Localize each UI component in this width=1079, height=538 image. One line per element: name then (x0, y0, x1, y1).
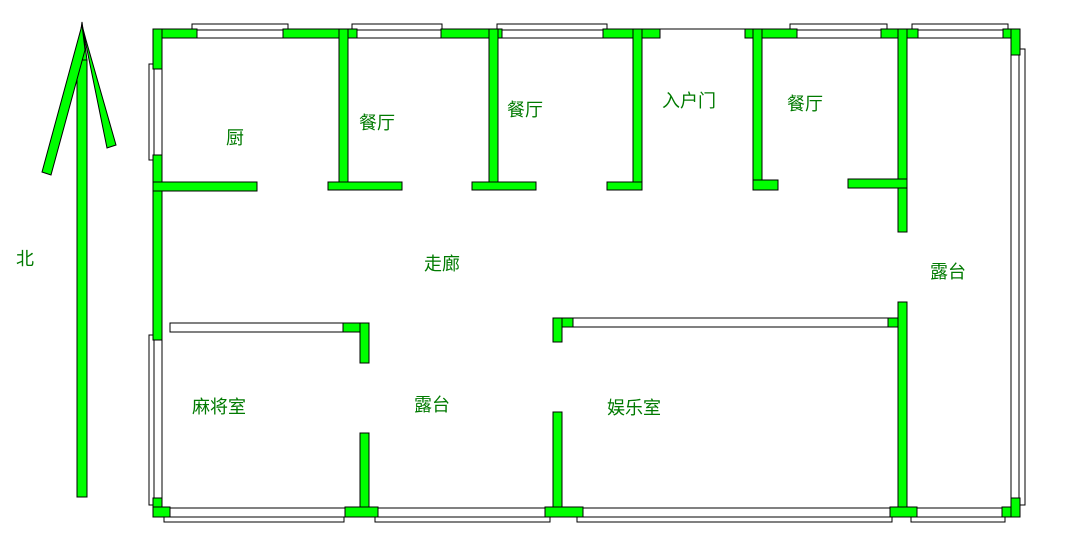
walls (152, 28, 1021, 518)
room-label-dining-3: 餐厅 (787, 94, 823, 115)
room-label-terrace-east: 露台 (930, 262, 966, 283)
room-label-kitchen: 厨 (226, 128, 244, 149)
room-label-dining-2: 餐厅 (507, 100, 543, 121)
room-label-corridor: 走廊 (424, 254, 460, 275)
room-label-entrance: 入户门 (662, 91, 716, 112)
windows (148, 23, 1026, 523)
north-arrow-icon (41, 21, 117, 498)
room-label-entertainment: 娱乐室 (607, 398, 661, 419)
room-label-dining-1: 餐厅 (359, 113, 395, 134)
room-label-terrace-south: 露台 (414, 395, 450, 416)
room-label-mahjong: 麻将室 (192, 397, 246, 418)
north-label: 北 (16, 249, 34, 270)
